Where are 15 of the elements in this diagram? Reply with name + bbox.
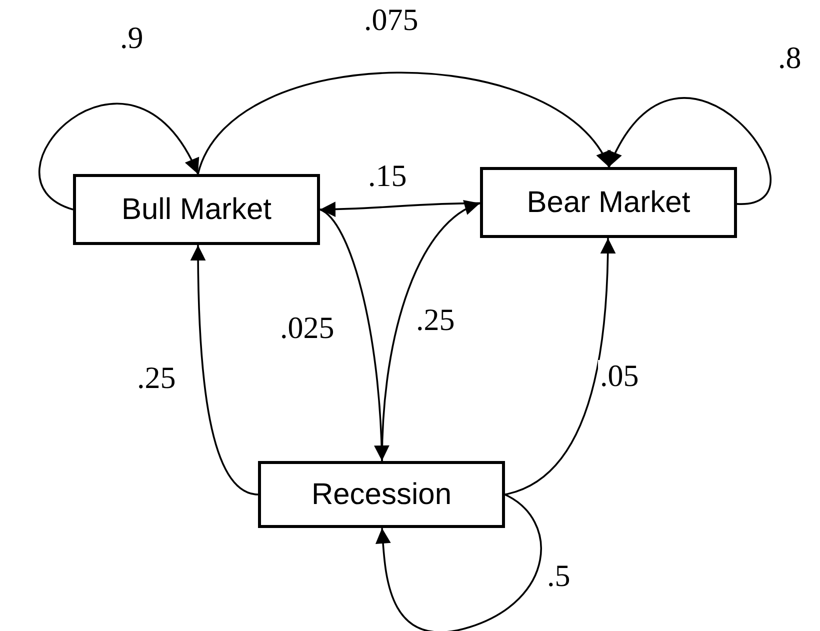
- transition-arrow: [320, 208, 390, 462]
- transition-arrow: [375, 494, 542, 631]
- transition-arrow: [38, 102, 199, 210]
- state-box: [480, 167, 737, 238]
- state-name: Bear Market: [526, 186, 690, 220]
- transition-arrow: [504, 238, 616, 496]
- transition-arrow: [190, 245, 258, 496]
- transition-arrow: [381, 202, 480, 462]
- state-box: [73, 174, 320, 245]
- state-name: Bull Market: [121, 192, 272, 226]
- state-name: Recession: [311, 478, 452, 512]
- transition-arrow: [608, 98, 772, 205]
- transition-arrow: [320, 202, 480, 217]
- transition-arrow: [197, 72, 610, 174]
- state-box: [258, 461, 505, 528]
